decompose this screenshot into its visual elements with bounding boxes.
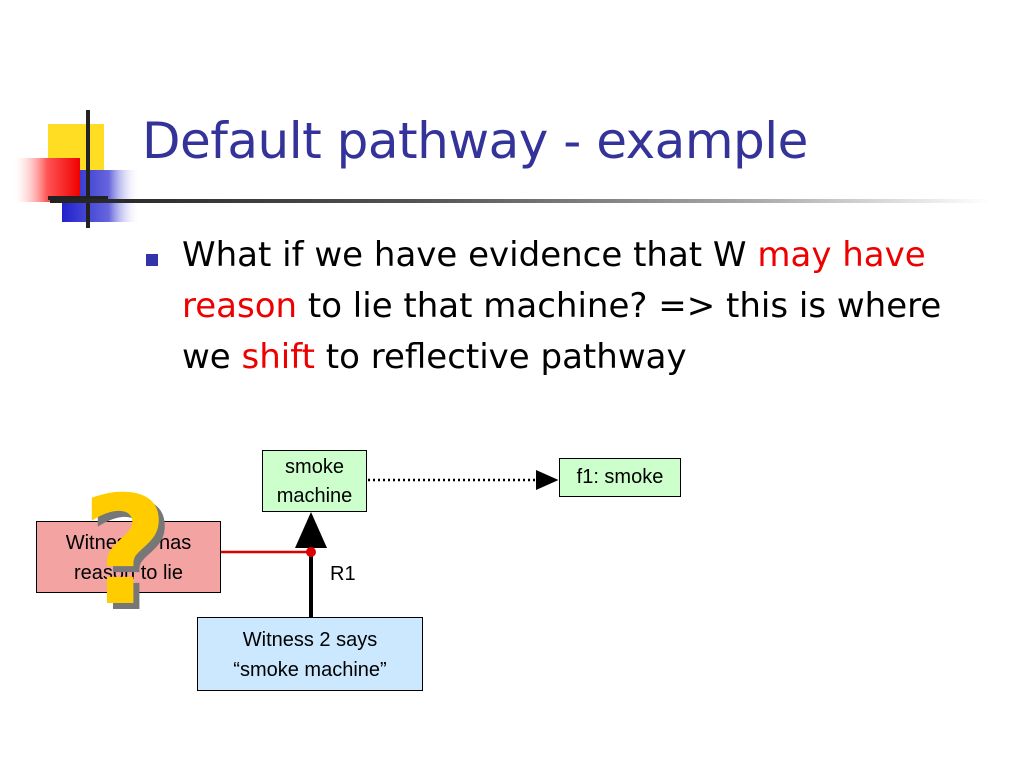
- slide-title: Default pathway - example: [142, 112, 808, 170]
- bullet-highlight-shift: shift: [241, 337, 315, 377]
- title-underline: [50, 199, 990, 203]
- question-mark-shadow: ?: [87, 488, 174, 618]
- bullet-text: What if we have evidence that W may have…: [182, 230, 962, 383]
- node-witness2-line2: “smoke machine”: [233, 659, 387, 681]
- bullet-highlight-may-have-reason: may have reason: [182, 235, 926, 326]
- attack-endpoint-dot: [306, 547, 316, 557]
- question-mark-glyph: ?: [81, 488, 168, 618]
- slide-corner-decoration: [14, 110, 140, 228]
- node-smoke-line2: machine: [276, 485, 353, 507]
- node-witness1-line2: reason to lie: [74, 562, 183, 584]
- node-smoke-line1: smoke: [285, 456, 344, 478]
- node-smoke-machine: smoke machine: [262, 450, 367, 512]
- bullet-text-segment: to lie that machine? => this is where we: [182, 286, 942, 377]
- rule-label-r1: R1: [330, 563, 356, 585]
- bullet-text-segment: What if we have evidence that W: [182, 235, 758, 275]
- bullet-square-icon: [146, 254, 158, 266]
- bullet-text-segment: to reflective pathway: [314, 337, 687, 377]
- node-witness1: Witness 1 has reason to lie: [36, 521, 221, 593]
- question-mark-icon: ? ?: [81, 488, 174, 618]
- node-f1-smoke: f1: smoke: [559, 458, 681, 497]
- node-witness2: Witness 2 says “smoke machine”: [197, 617, 423, 691]
- node-witness2-line1: Witness 2 says: [242, 629, 378, 651]
- node-witness1-line1: Witness 1 has: [65, 532, 192, 554]
